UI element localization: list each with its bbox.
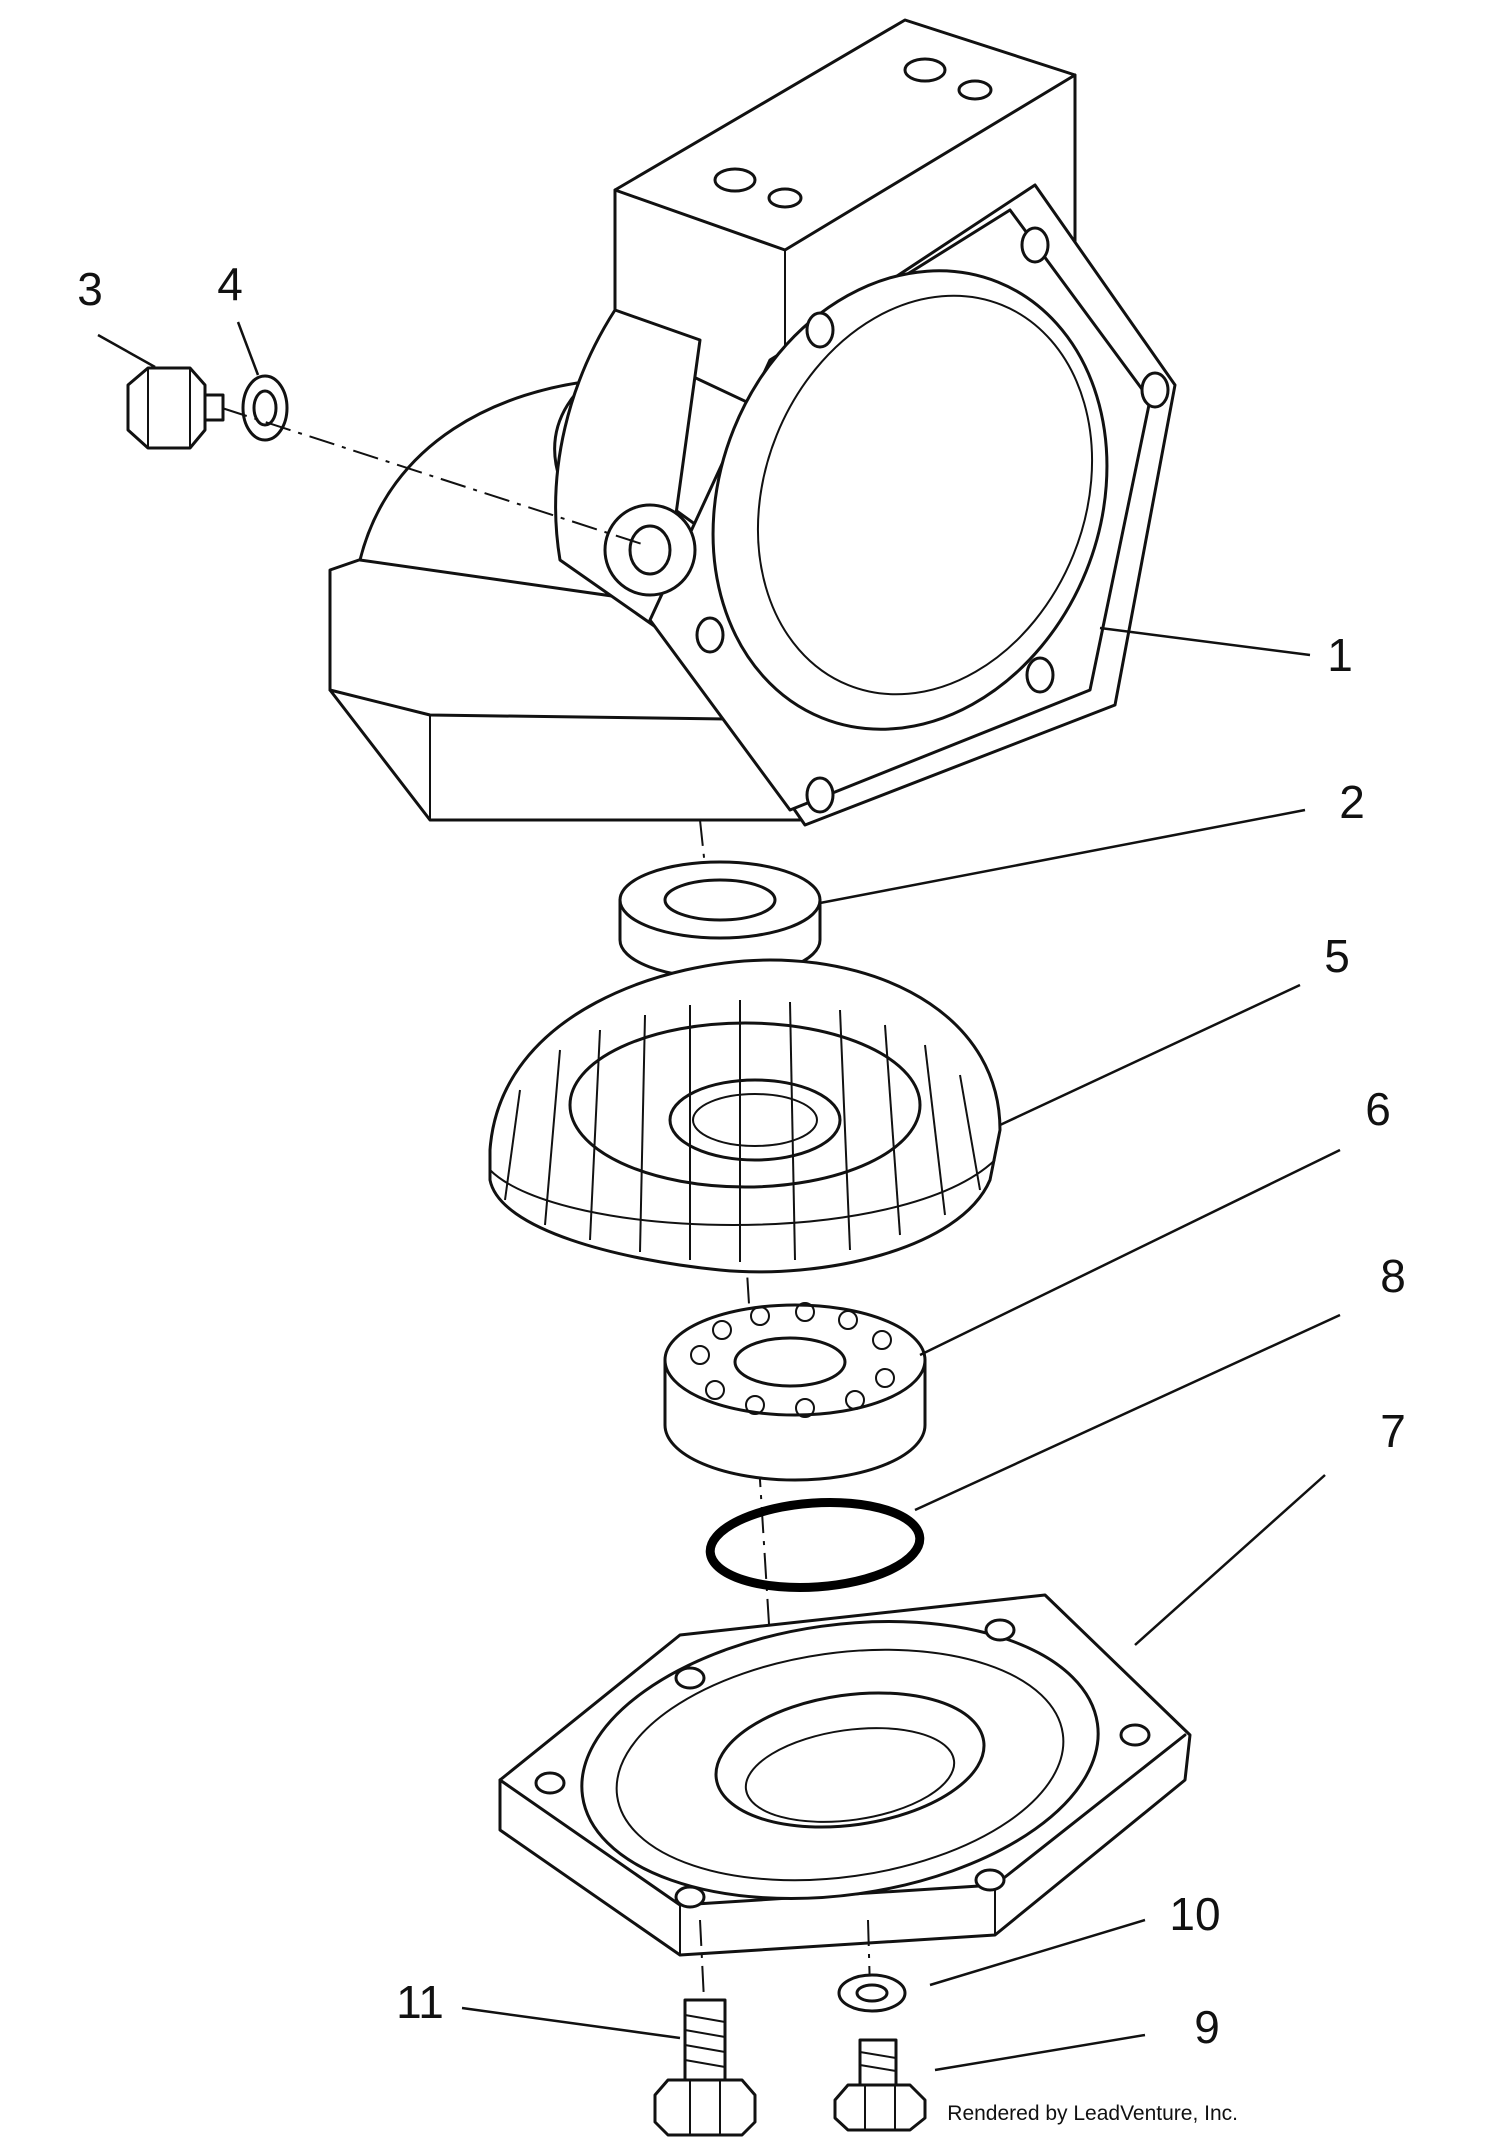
callout-10: 10 — [1169, 1888, 1220, 1940]
part-5-bevel-gear — [488, 958, 1002, 1274]
callout-6: 6 — [1365, 1083, 1391, 1135]
part-1-gearbox-housing — [328, 18, 1177, 827]
callout-labels: 1 2 3 4 5 6 7 8 9 10 11 — [77, 258, 1406, 2053]
part-9-screw — [833, 2038, 927, 2132]
callout-8: 8 — [1380, 1250, 1406, 1302]
callout-5: 5 — [1324, 930, 1350, 982]
callout-11: 11 — [396, 1976, 444, 2028]
part-10-lock-washer — [837, 1973, 907, 2013]
part-11-bolt — [653, 1998, 757, 2137]
leader-lines — [97, 321, 1341, 2072]
plug-centerline — [221, 407, 646, 546]
part-3-plug — [126, 366, 225, 450]
callout-9: 9 — [1194, 2001, 1220, 2053]
part-6-ball-bearing — [663, 1302, 927, 1482]
callout-1: 1 — [1327, 629, 1353, 681]
part-8-o-ring — [705, 1497, 925, 1593]
callout-7: 7 — [1380, 1405, 1406, 1457]
part-4-washer — [241, 374, 289, 442]
callout-3: 3 — [77, 263, 103, 315]
part-7-bearing-cover — [498, 1593, 1192, 1957]
callout-4: 4 — [217, 258, 243, 310]
render-credit: Rendered by LeadVenture, Inc. — [947, 2102, 1238, 2125]
callout-2: 2 — [1339, 776, 1365, 828]
